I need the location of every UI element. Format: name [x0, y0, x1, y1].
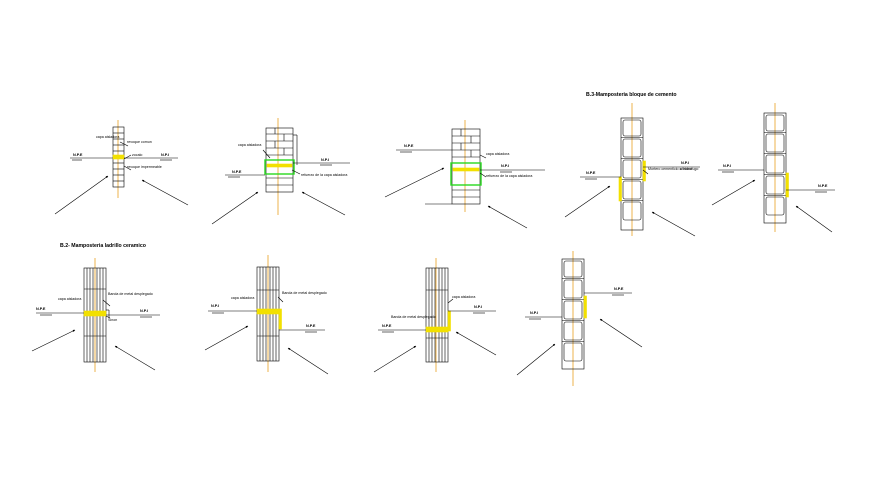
detail-6	[31, 258, 160, 372]
label-banda-metal-8: Banda de metal desplegado	[391, 315, 436, 319]
npi-level-8: N.P.I	[474, 305, 482, 309]
damp-proof-layer	[425, 326, 449, 333]
label-refuerzo-capa-3: refuerzo de la capa aisladora	[486, 174, 532, 178]
npi-level-4: N.P.I	[681, 161, 689, 165]
detail-9	[516, 251, 643, 386]
damp-proof-layer	[452, 167, 480, 172]
label-banda-metal-7: Banda de metal desplegado	[282, 291, 327, 295]
label-capa-aisladora-3: capa aisladora	[486, 152, 509, 156]
npi-level-5: N.P.I	[723, 164, 731, 168]
npe-level-8: N.P.E	[382, 324, 392, 328]
npi-level-7: N.P.I	[211, 304, 219, 308]
detail-4	[564, 103, 700, 237]
npe-level-2: N.P.E	[232, 170, 242, 174]
label-zocalo: zocalo	[132, 153, 142, 157]
detail-3	[384, 120, 545, 229]
damp-proof-layer	[266, 163, 293, 168]
label-sinon: Sinon	[108, 318, 117, 322]
npe-level-7: N.P.E	[306, 324, 316, 328]
label-revoque-impermeable: revoque impermeable	[127, 165, 162, 169]
npe-level-3: N.P.E	[404, 144, 414, 148]
reinforcement-frame	[450, 162, 482, 186]
npi-level-9: N.P.I	[530, 311, 538, 315]
label-capa-aisladora-1: capa aisladora	[96, 135, 119, 139]
npe-level-5: N.P.E	[818, 184, 828, 188]
b2-section-title: B.2- Mamposteria ladrillo ceramico	[60, 243, 146, 249]
label-capa-aisladora-8: capa aisladora	[452, 295, 475, 299]
damp-proof-layer	[112, 154, 125, 160]
npe-level-1: N.P.E	[73, 153, 83, 157]
npe-level-9: N.P.E	[614, 287, 624, 291]
label-capa-aisladora-2: capa aisladora	[238, 143, 261, 147]
damp-proof-layer	[256, 308, 280, 315]
npi-level-3: N.P.I	[501, 164, 509, 168]
detail-5	[711, 103, 835, 233]
npe-level-4: N.P.E	[586, 171, 596, 175]
npi-level-6: N.P.I	[140, 309, 148, 313]
label-capa-aisladora-7: capa aisladora	[231, 296, 254, 300]
npi-level-1: N.P.I	[161, 153, 169, 157]
label-banda-metal-6: Banda de metal desplegado	[108, 292, 153, 296]
detail-8	[373, 258, 497, 373]
detail-1	[54, 120, 189, 215]
label-capa-aisladora-6: capa aisladora	[58, 297, 81, 301]
label-revoque-comun: revoque comun	[127, 140, 152, 144]
detail-2	[211, 118, 350, 225]
npe-level-6: N.P.E	[36, 307, 46, 311]
npi-level-2: N.P.I	[321, 158, 329, 162]
damp-proof-layer	[83, 310, 107, 317]
detail-7	[204, 255, 329, 375]
b3-section-title: B.3-Mamposteria bloque de cemento	[586, 92, 677, 98]
label-refuerzo-capa-2: refuerzo de la capa aisladora	[301, 173, 347, 177]
reinforcement-frame	[264, 159, 295, 175]
label-mortero-hidrofugo: Mortero cementicio c/ hidrofugo	[648, 167, 698, 171]
